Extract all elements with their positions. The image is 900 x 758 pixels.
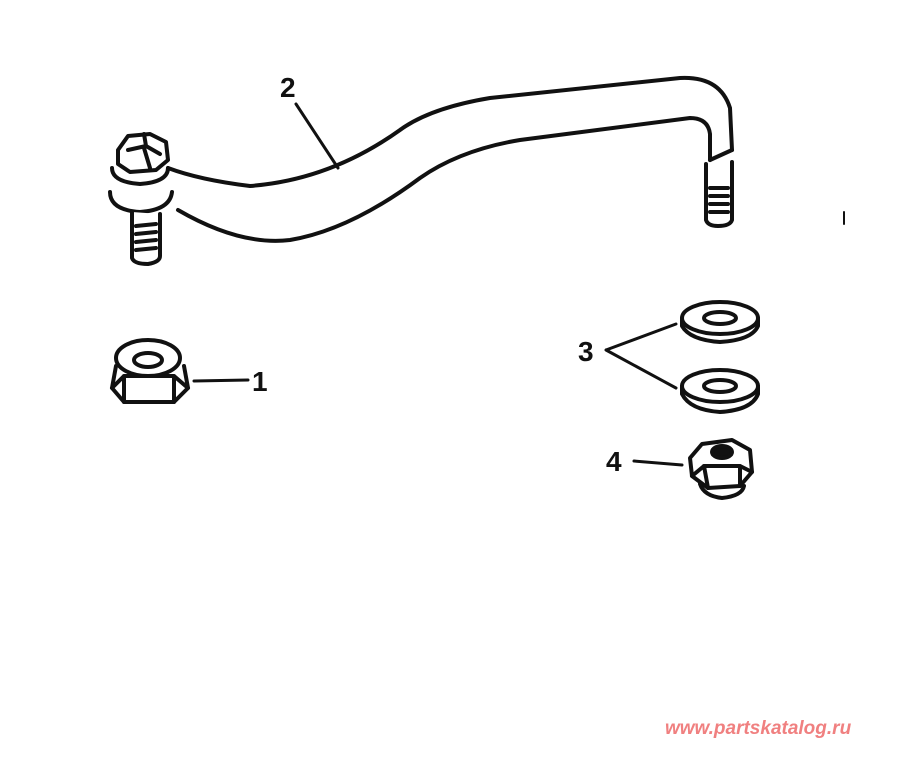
leader-line-2 [294,102,340,170]
small-locknut-drawing [688,438,754,500]
leader-line-4 [632,459,684,467]
watermark-link[interactable]: www.partskatalog.ru [665,718,852,739]
leader-line-1 [192,378,250,383]
large-locknut-drawing [110,338,190,404]
leader-line-3 [604,322,678,390]
callout-1: 1 [252,366,268,397]
callout-4: 4 [606,446,622,477]
callout-3: 3 [578,336,594,367]
washer-bottom-drawing [680,368,760,414]
callout-2: 2 [280,72,296,103]
link-rod-drawing [108,75,734,266]
washer-top-drawing [680,300,760,344]
